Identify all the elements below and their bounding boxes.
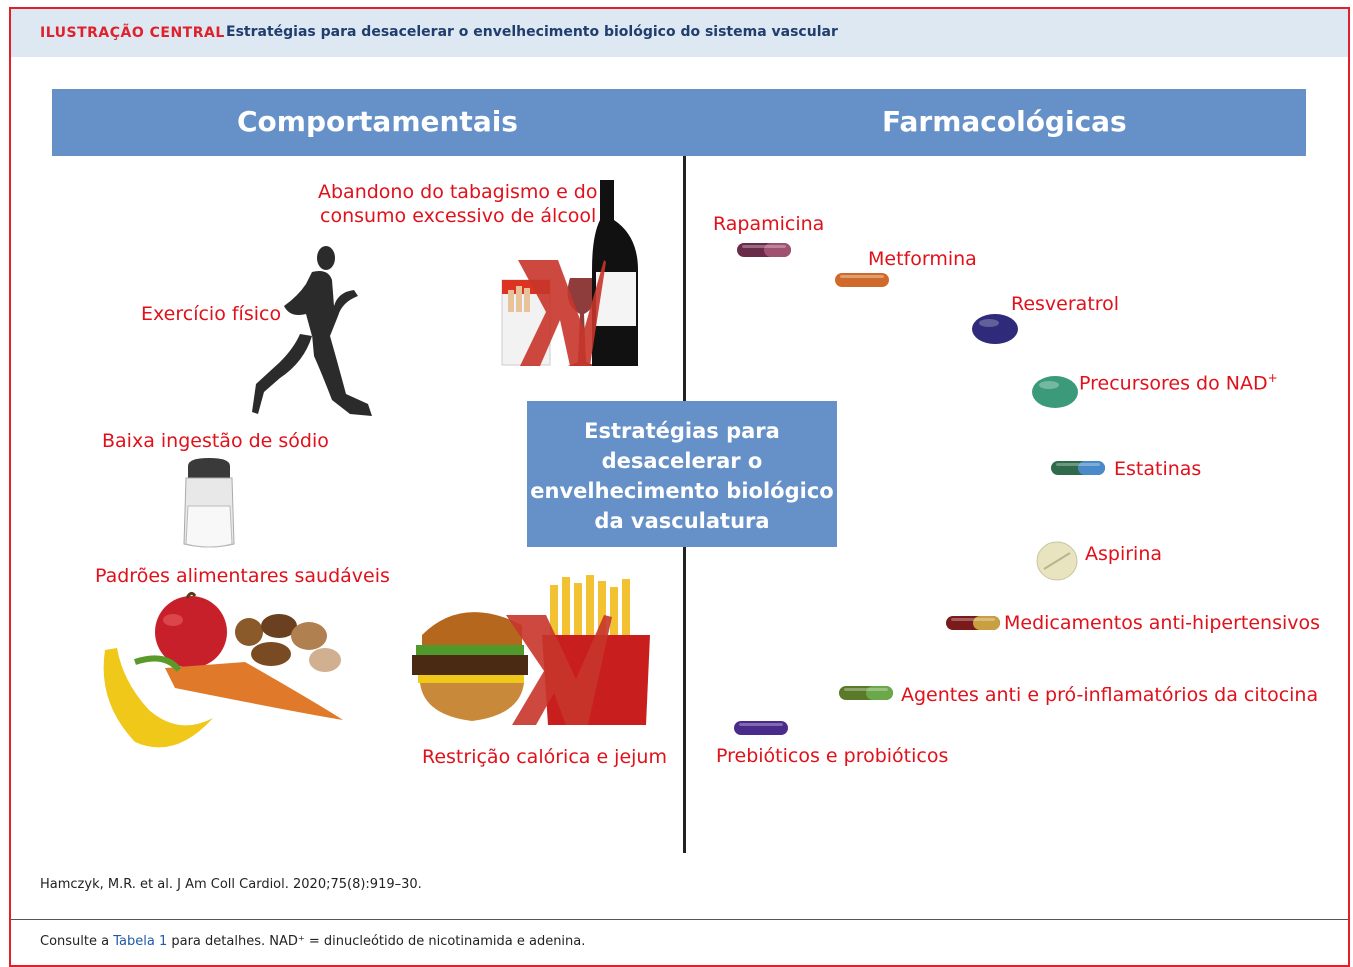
label-exercise: Exercício físico — [141, 303, 282, 325]
label-caloric-restriction: Restrição calórica e jejum — [422, 746, 667, 768]
nad-precursor-pill-icon — [1032, 376, 1078, 408]
resveratrol-pill-icon — [972, 314, 1018, 344]
label-rapamycin: Rapamicina — [713, 213, 825, 235]
illustration-label: ILUSTRAÇÃO CENTRAL — [40, 25, 225, 41]
antihypertensive-pill-icon — [946, 616, 1000, 630]
label-quit-line2: consumo excessivo de álcool — [320, 205, 597, 227]
label-aspirin: Aspirina — [1085, 543, 1163, 565]
column-header-pharmacological: Farmacológicas — [882, 105, 1127, 138]
illustration-title: Estratégias para desacelerar o envelheci… — [226, 24, 838, 40]
label-resveratrol: Resveratrol — [1011, 293, 1120, 315]
runner-icon — [252, 246, 372, 416]
footnote-prefix: Consulte a — [40, 934, 114, 949]
label-nad-text: Precursores do NAD — [1079, 372, 1268, 395]
probiotic-pill-icon — [734, 721, 788, 735]
label-statins: Estatinas — [1114, 458, 1202, 480]
title-bar — [11, 9, 1348, 57]
footer-divider — [11, 919, 1348, 920]
label-cytokine-agents: Agentes anti e pró-inflamatórios da cito… — [901, 684, 1319, 706]
footnote-suffix: para detalhes. NAD⁺ = dinucleótido de ni… — [167, 934, 586, 949]
central-line-4: da vasculatura — [594, 509, 770, 533]
rapamycin-pill-icon — [737, 243, 791, 257]
cigarettes-wine-icon — [501, 180, 638, 366]
cytokine-agent-pill-icon — [839, 686, 893, 700]
label-antihypertensive: Medicamentos anti-hipertensivos — [1004, 612, 1321, 634]
label-nad-precursors: Precursores do NAD+ — [1079, 366, 1278, 395]
table-link[interactable]: Tabela 1 — [113, 934, 168, 949]
label-nad-superscript: + — [1267, 371, 1278, 385]
central-line-1: Estratégias para — [584, 419, 780, 443]
column-header-behavioral: Comportamentais — [237, 105, 518, 138]
label-probiotics: Prebióticos e probióticos — [716, 745, 949, 767]
aspirin-pill-icon — [1036, 541, 1078, 581]
label-diet: Padrões alimentares saudáveis — [95, 565, 390, 587]
burger-fries-icon — [412, 575, 650, 725]
column-header-bar — [52, 89, 1306, 156]
label-metformin: Metformina — [868, 248, 977, 270]
salt-shaker-icon — [183, 458, 235, 548]
central-strategy-box: Estratégias para desacelerar o envelheci… — [527, 401, 837, 547]
metformin-pill-icon — [835, 273, 889, 287]
label-sodium: Baixa ingestão de sódio — [102, 430, 329, 452]
healthy-food-icon — [103, 591, 343, 748]
citation: Hamczyk, M.R. et al. J Am Coll Cardiol. … — [40, 877, 422, 892]
statin-pill-icon — [1051, 461, 1105, 475]
footnote: Consulte a Tabela 1 para detalhes. NAD⁺ … — [40, 934, 585, 949]
central-line-3: envelhecimento biológico — [530, 479, 834, 503]
label-quit-line1: Abandono do tabagismo e do — [318, 181, 598, 203]
central-line-2: desacelerar o — [601, 449, 763, 473]
